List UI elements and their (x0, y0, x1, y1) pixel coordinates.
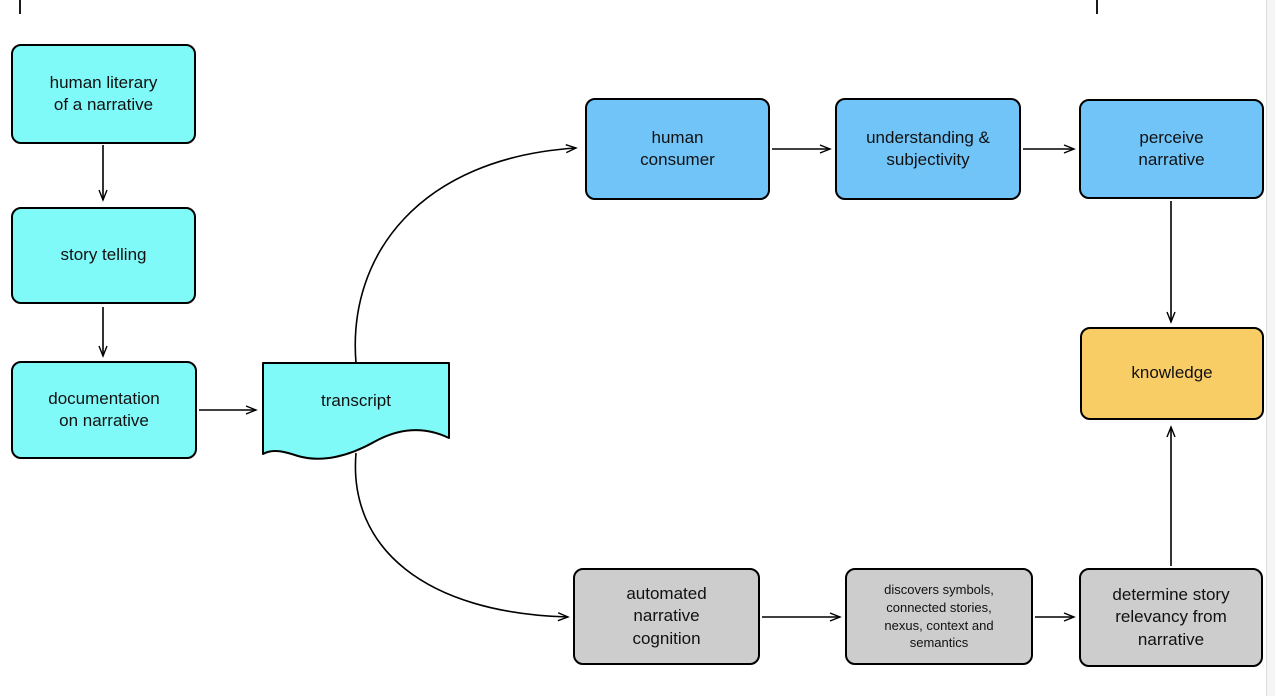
node-transcript-label: transcript (321, 391, 391, 410)
node-understanding-subjectivity: understanding & subjectivity (835, 98, 1021, 200)
page-edge-strip (1266, 0, 1275, 696)
node-discovers-symbols: discovers symbols, connected stories, ne… (845, 568, 1033, 665)
node-human-consumer: human consumer (585, 98, 770, 200)
node-documentation: documentation on narrative (11, 361, 197, 459)
node-story-telling: story telling (11, 207, 196, 304)
transcript-document-shape (262, 362, 450, 460)
edge-transcript-to-automated-cognition (354, 452, 570, 622)
node-determine-story-relevancy: determine story relevancy from narrative (1079, 568, 1263, 667)
node-automated-narrative-cognition: automated narrative cognition (573, 568, 760, 665)
node-human-literary: human literary of a narrative (11, 44, 196, 144)
edge-transcript-to-human-consumer (354, 143, 578, 364)
node-knowledge: knowledge (1080, 327, 1264, 420)
node-perceive-narrative: perceive narrative (1079, 99, 1264, 199)
crop-artifact-tick-right (1096, 0, 1098, 14)
crop-artifact-tick-left (19, 0, 21, 14)
